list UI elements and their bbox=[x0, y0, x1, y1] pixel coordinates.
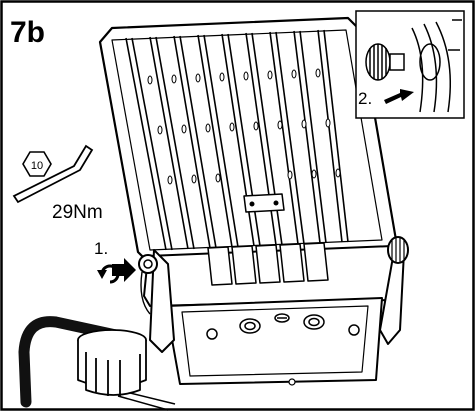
callout-1-label: 1. bbox=[94, 239, 108, 258]
hex-size-icon bbox=[22, 151, 52, 177]
fin-clips bbox=[147, 68, 341, 185]
detail-inset bbox=[355, 10, 465, 119]
step-number: 7b bbox=[10, 16, 45, 49]
knurled-knob-detail bbox=[365, 43, 405, 81]
junction-box bbox=[77, 329, 147, 396]
hex-key-tool bbox=[12, 144, 94, 204]
callout-2-label: 2. bbox=[358, 89, 372, 108]
allen-key-icon bbox=[12, 144, 94, 204]
center-clamp bbox=[243, 193, 285, 213]
direction-arrow-icon bbox=[384, 89, 414, 104]
lamp-housing bbox=[143, 239, 405, 386]
torque-label: 29Nm bbox=[52, 202, 103, 223]
left-pivot-screw bbox=[138, 254, 158, 315]
hex-size-label: 10 bbox=[31, 160, 43, 172]
push-arrow-icon bbox=[112, 258, 136, 282]
heatsink-panel bbox=[98, 16, 398, 264]
bracket-detail bbox=[411, 19, 462, 113]
cable-glands bbox=[239, 313, 325, 334]
right-pivot-knob bbox=[387, 236, 409, 264]
